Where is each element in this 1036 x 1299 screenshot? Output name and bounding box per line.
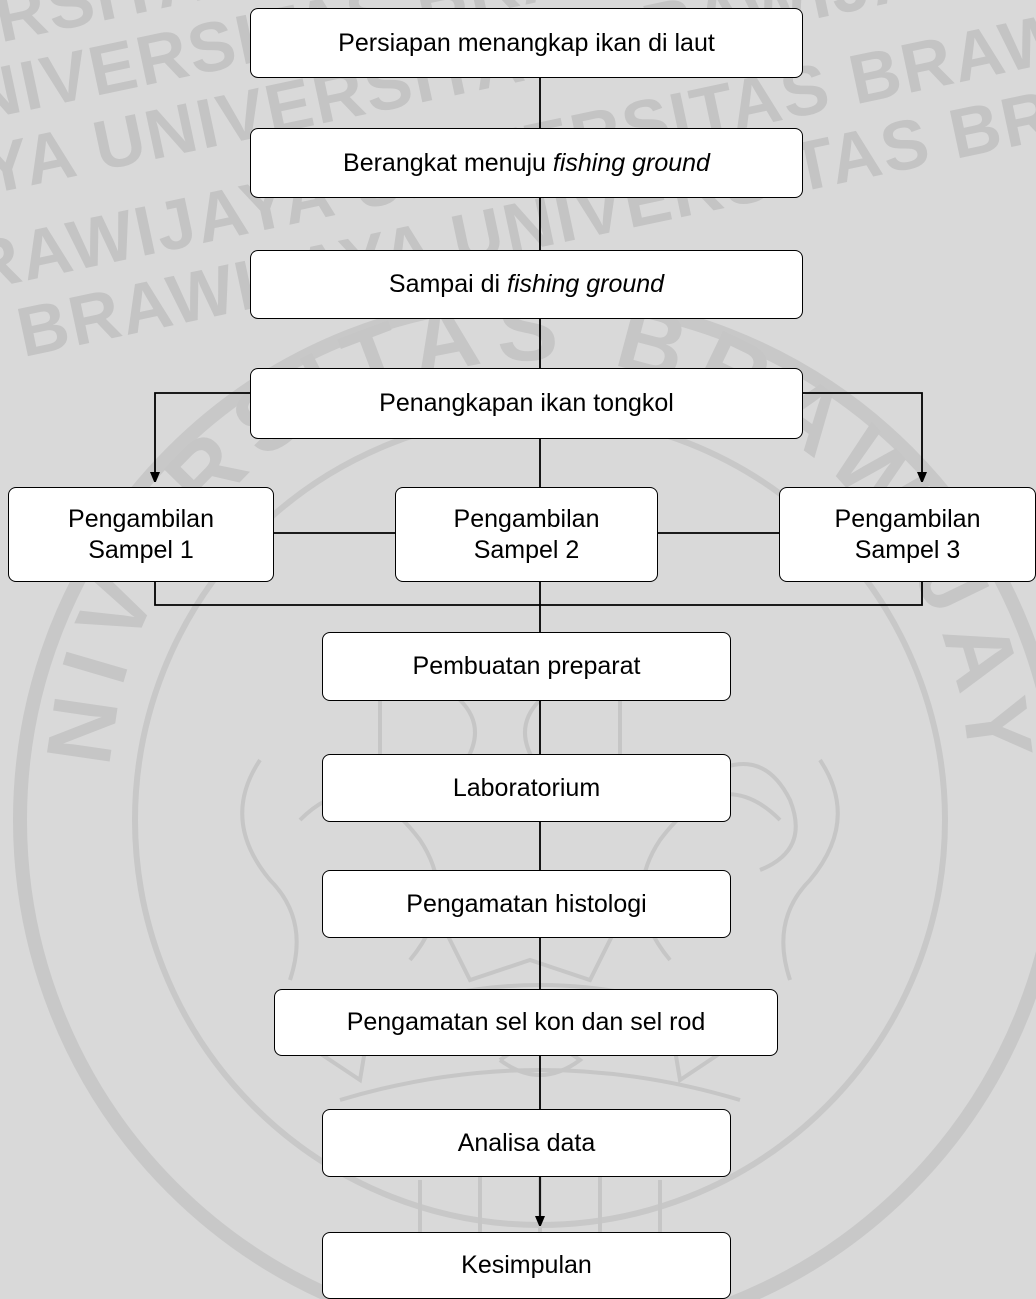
node-sampel-3: Pengambilan Sampel 3 — [779, 487, 1036, 582]
connector-penangkapan-sampel1 — [155, 392, 250, 478]
node-kesimpulan-text: Kesimpulan — [461, 1251, 592, 1279]
node-sel-text: Pengamatan sel kon dan sel rod — [346, 1008, 706, 1036]
node-sampel-2: Pengambilan Sampel 2 — [395, 487, 658, 582]
node-berangkat-text: Berangkat menuju fishing ground — [343, 148, 710, 179]
node-sampai: Sampai di fishing ground — [250, 250, 803, 319]
node-persiapan-text: Persiapan menangkap ikan di laut — [338, 28, 715, 57]
node-penangkapan: Penangkapan ikan tongkol — [250, 368, 803, 439]
node-berangkat: Berangkat menuju fishing ground — [250, 128, 803, 198]
node-sampel-1: Pengambilan Sampel 1 — [8, 487, 274, 582]
node-sampel-3-line2: Sampel 3 — [854, 535, 961, 564]
node-histologi: Pengamatan histologi — [322, 870, 731, 938]
connector-penangkapan-sampel3 — [803, 392, 922, 478]
node-berangkat-text-plain: Berangkat menuju — [343, 148, 553, 177]
node-persiapan: Persiapan menangkap ikan di laut — [250, 8, 803, 78]
node-kesimpulan: Kesimpulan — [322, 1232, 731, 1299]
node-sel: Pengamatan sel kon dan sel rod — [274, 989, 778, 1056]
node-laboratorium-text: Laboratorium — [452, 773, 601, 802]
node-histologi-text: Pengamatan histologi — [406, 889, 647, 918]
node-laboratorium: Laboratorium — [322, 754, 731, 822]
node-preparat: Pembuatan preparat — [322, 632, 731, 701]
node-sampel-1-line2: Sampel 1 — [88, 535, 194, 564]
node-penangkapan-text: Penangkapan ikan tongkol — [379, 389, 674, 417]
connector-merge-bracket — [154, 582, 923, 606]
node-sampai-text: Sampai di fishing ground — [389, 269, 664, 300]
node-analisa-text: Analisa data — [457, 1128, 596, 1157]
node-preparat-text: Pembuatan preparat — [412, 652, 641, 680]
node-sampel-3-line1: Pengambilan — [834, 504, 981, 533]
node-sampel-1-text: Pengambilan Sampel 1 — [68, 504, 214, 566]
node-sampai-text-plain: Sampai di — [388, 270, 508, 298]
node-berangkat-text-italic: fishing ground — [552, 148, 710, 177]
node-sampel-2-line2: Sampel 2 — [473, 535, 580, 564]
node-sampel-1-line1: Pengambilan — [68, 504, 214, 533]
node-sampel-3-text: Pengambilan Sampel 3 — [835, 504, 981, 566]
node-analisa: Analisa data — [322, 1109, 731, 1177]
node-sampel-2-line1: Pengambilan — [453, 504, 600, 533]
node-sampai-text-italic: fishing ground — [507, 270, 665, 298]
node-sampel-2-text: Pengambilan Sampel 2 — [454, 504, 600, 566]
